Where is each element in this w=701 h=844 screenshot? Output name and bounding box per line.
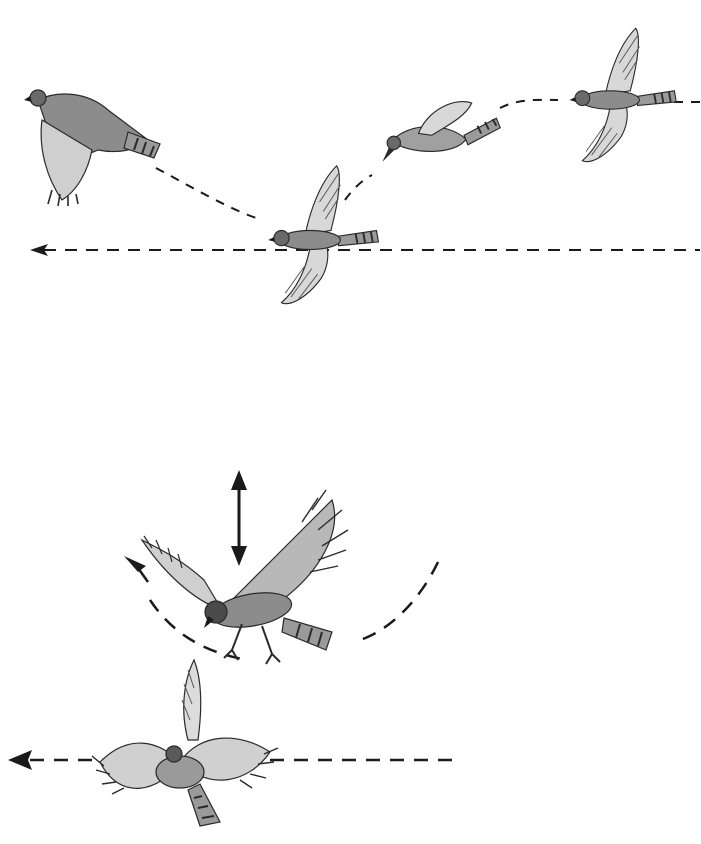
flight-panel-bottom (8, 470, 462, 826)
arrow-down-icon (231, 546, 247, 566)
hawk-illustration (268, 166, 378, 304)
raised-wing-illustration (182, 660, 201, 740)
hawk-illustration (570, 28, 677, 161)
escape-direction-arrow-icon (8, 750, 32, 770)
flight-panel-top (24, 28, 700, 303)
swoop-arrow-icon (124, 556, 146, 572)
prey-bird-illustration (92, 738, 278, 826)
hawk-illustration (382, 102, 500, 162)
arrow-up-icon (231, 470, 247, 490)
hawk-illustration (24, 90, 160, 206)
attacking-hawk-illustration (142, 490, 348, 664)
